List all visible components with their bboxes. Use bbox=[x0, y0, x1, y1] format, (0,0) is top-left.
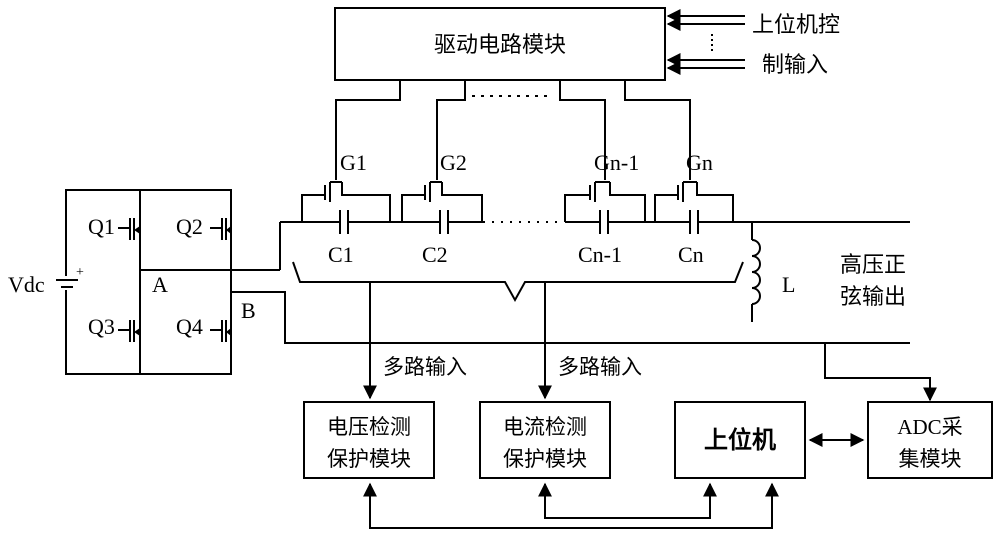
host-control-label-2: 制输入 bbox=[762, 53, 828, 78]
output-label-1: 高压正 bbox=[840, 253, 906, 278]
supply-battery: + bbox=[56, 265, 84, 290]
host-pc-label: 上位机 bbox=[704, 426, 776, 454]
current-module-label-1: 电流检测 bbox=[503, 415, 587, 439]
gate-label-gn: Gn bbox=[686, 150, 713, 175]
driver-block bbox=[334, 7, 666, 81]
voltage-module bbox=[303, 401, 435, 479]
transistor-label-q3: Q3 bbox=[88, 314, 115, 339]
transistor-q3 bbox=[118, 320, 140, 342]
inductor-l bbox=[751, 222, 761, 322]
cap-label-cn: Cn bbox=[678, 242, 704, 267]
multi-input-label-2: 多路输入 bbox=[558, 355, 642, 379]
gate-drive-lines bbox=[335, 80, 691, 180]
voltage-module-label-2: 保护模块 bbox=[327, 447, 411, 471]
transistor-label-q1: Q1 bbox=[88, 214, 115, 239]
capacitor-chain bbox=[280, 210, 910, 234]
switch-gn-1 bbox=[564, 181, 646, 222]
transistor-q4 bbox=[210, 320, 231, 342]
host-control-label-1: 上位机控 bbox=[752, 13, 840, 38]
gate-label-g1: G1 bbox=[340, 150, 367, 175]
transistor-q1 bbox=[118, 218, 140, 240]
adc-module-label-2: 集模块 bbox=[899, 447, 962, 471]
voltage-host-link bbox=[363, 482, 779, 529]
multi-input-label-1: 多路输入 bbox=[383, 355, 467, 379]
transistor-label-q2: Q2 bbox=[176, 214, 203, 239]
driver-block-label: 驱动电路模块 bbox=[434, 33, 566, 58]
adc-module bbox=[867, 401, 993, 479]
tap-brace bbox=[292, 261, 744, 303]
output-label-2: 弦输出 bbox=[840, 285, 906, 310]
cap-label-c2: C2 bbox=[422, 242, 448, 267]
supply-label: Vdc bbox=[8, 272, 45, 297]
inductor-label: L bbox=[782, 272, 795, 297]
switch-gn bbox=[654, 181, 734, 222]
cap-label-cn-1: Cn-1 bbox=[578, 242, 622, 267]
transistor-label-q4: Q4 bbox=[176, 314, 203, 339]
current-module bbox=[479, 401, 611, 479]
voltage-module-label-1: 电压检测 bbox=[327, 415, 411, 439]
adc-module-label-1: ADC采 bbox=[897, 415, 962, 439]
gate-label-g2: G2 bbox=[440, 150, 467, 175]
transistor-q2 bbox=[210, 218, 231, 240]
svg-text:+: + bbox=[76, 265, 84, 280]
gate-label-gn-1: Gn-1 bbox=[594, 150, 639, 175]
cap-label-c1: C1 bbox=[328, 242, 354, 267]
node-label-b: B bbox=[241, 298, 256, 323]
host-pc-box bbox=[674, 401, 806, 479]
current-module-label-2: 保护模块 bbox=[503, 447, 587, 471]
adc-feed-arrow bbox=[824, 343, 937, 402]
switch-g1 bbox=[301, 181, 391, 222]
switch-g2 bbox=[401, 181, 483, 222]
current-host-link bbox=[538, 482, 717, 519]
control-input-arrows bbox=[666, 9, 745, 75]
node-label-a: A bbox=[152, 272, 168, 297]
